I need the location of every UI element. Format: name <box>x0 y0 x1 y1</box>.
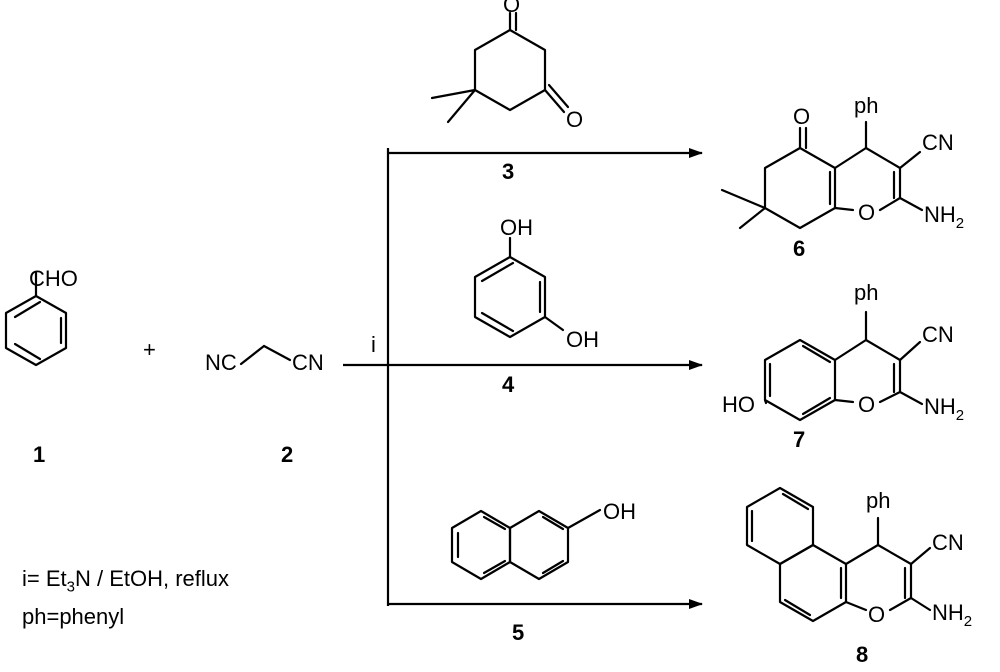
compound-number-5: 5 <box>512 620 524 645</box>
ketone-oxygen-bottom: O <box>566 107 583 132</box>
aldehyde-group-label: CHO <box>29 266 78 291</box>
compound-8: ph O CN NH2 8 <box>745 486 972 667</box>
ring-oxygen: O <box>858 392 875 417</box>
reaction-conditions: i= Et3N / EtOH, reflux <box>22 566 230 596</box>
phenyl-definition: ph=phenyl <box>22 604 125 629</box>
ketone-oxygen: O <box>793 104 810 129</box>
compound-1-benzaldehyde: CHO 1 <box>4 266 78 467</box>
compound-2-malononitrile: NC CN 2 <box>205 344 324 467</box>
compound-number-8: 8 <box>856 642 868 667</box>
compound-6: O ph O CN NH2 6 <box>720 93 964 261</box>
ring-oxygen: O <box>868 602 885 627</box>
condition-label: i <box>371 332 376 357</box>
compound-7: ph O CN NH2 HO 7 <box>722 280 964 452</box>
nitrile-label: CN <box>922 322 954 347</box>
nitrile-label: CN <box>922 130 954 155</box>
amine-label: NH2 <box>924 394 964 424</box>
compound-4-resorcinol: OH OH 4 <box>473 215 599 397</box>
plus-sign: + <box>143 337 156 362</box>
reaction-arrows: i <box>343 148 703 609</box>
nitrile-label: CN <box>932 530 964 555</box>
ring-oxygen: O <box>858 200 875 225</box>
compound-number-4: 4 <box>502 372 515 397</box>
hydroxyl-bottom-label: OH <box>566 327 599 352</box>
compound-5-naphthol: OH 5 <box>450 499 636 645</box>
compound-number-6: 6 <box>793 236 805 261</box>
compound-number-2: 2 <box>281 442 293 467</box>
nitrile-left-label: NC <box>205 350 237 375</box>
amine-label: NH2 <box>932 600 972 630</box>
hydroxyl-label: HO <box>722 392 755 417</box>
compound-number-1: 1 <box>33 442 45 467</box>
hydroxyl-top-label: OH <box>500 215 533 240</box>
phenyl-label: ph <box>854 280 878 305</box>
phenyl-label: ph <box>854 93 878 118</box>
nitrile-right-label: CN <box>292 350 324 375</box>
compound-number-3: 3 <box>502 159 514 184</box>
compound-number-7: 7 <box>793 427 805 452</box>
phenyl-label: ph <box>866 488 890 513</box>
compound-3-dimedone: O O 3 <box>430 0 583 184</box>
amine-label: NH2 <box>924 202 964 232</box>
ketone-oxygen-top: O <box>503 0 520 17</box>
hydroxyl-label: OH <box>603 499 636 524</box>
